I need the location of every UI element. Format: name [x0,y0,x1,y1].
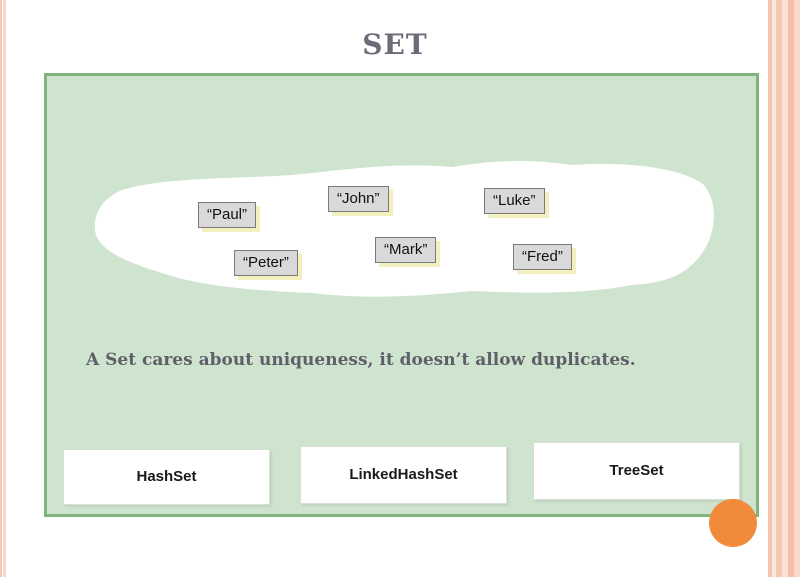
orange-accent-circle [709,499,757,547]
right-border-decoration [762,0,800,577]
hashset-box: HashSet [63,449,270,505]
left-border-decoration [0,0,6,577]
slide-title: SET [362,28,428,61]
set-element-john: “John” [328,186,389,212]
treeset-box: TreeSet [533,442,740,500]
set-element-paul: “Paul” [198,202,257,228]
set-element-luke: “Luke” [484,188,545,214]
set-element-fred: “Fred” [513,244,572,270]
set-description: A Set cares about uniqueness, it doesn’t… [86,350,636,370]
set-element-mark: “Mark” [375,237,437,263]
set-cloud-shape [94,161,714,297]
linkedhashset-box: LinkedHashSet [300,446,507,504]
set-element-peter: “Peter” [234,250,298,276]
